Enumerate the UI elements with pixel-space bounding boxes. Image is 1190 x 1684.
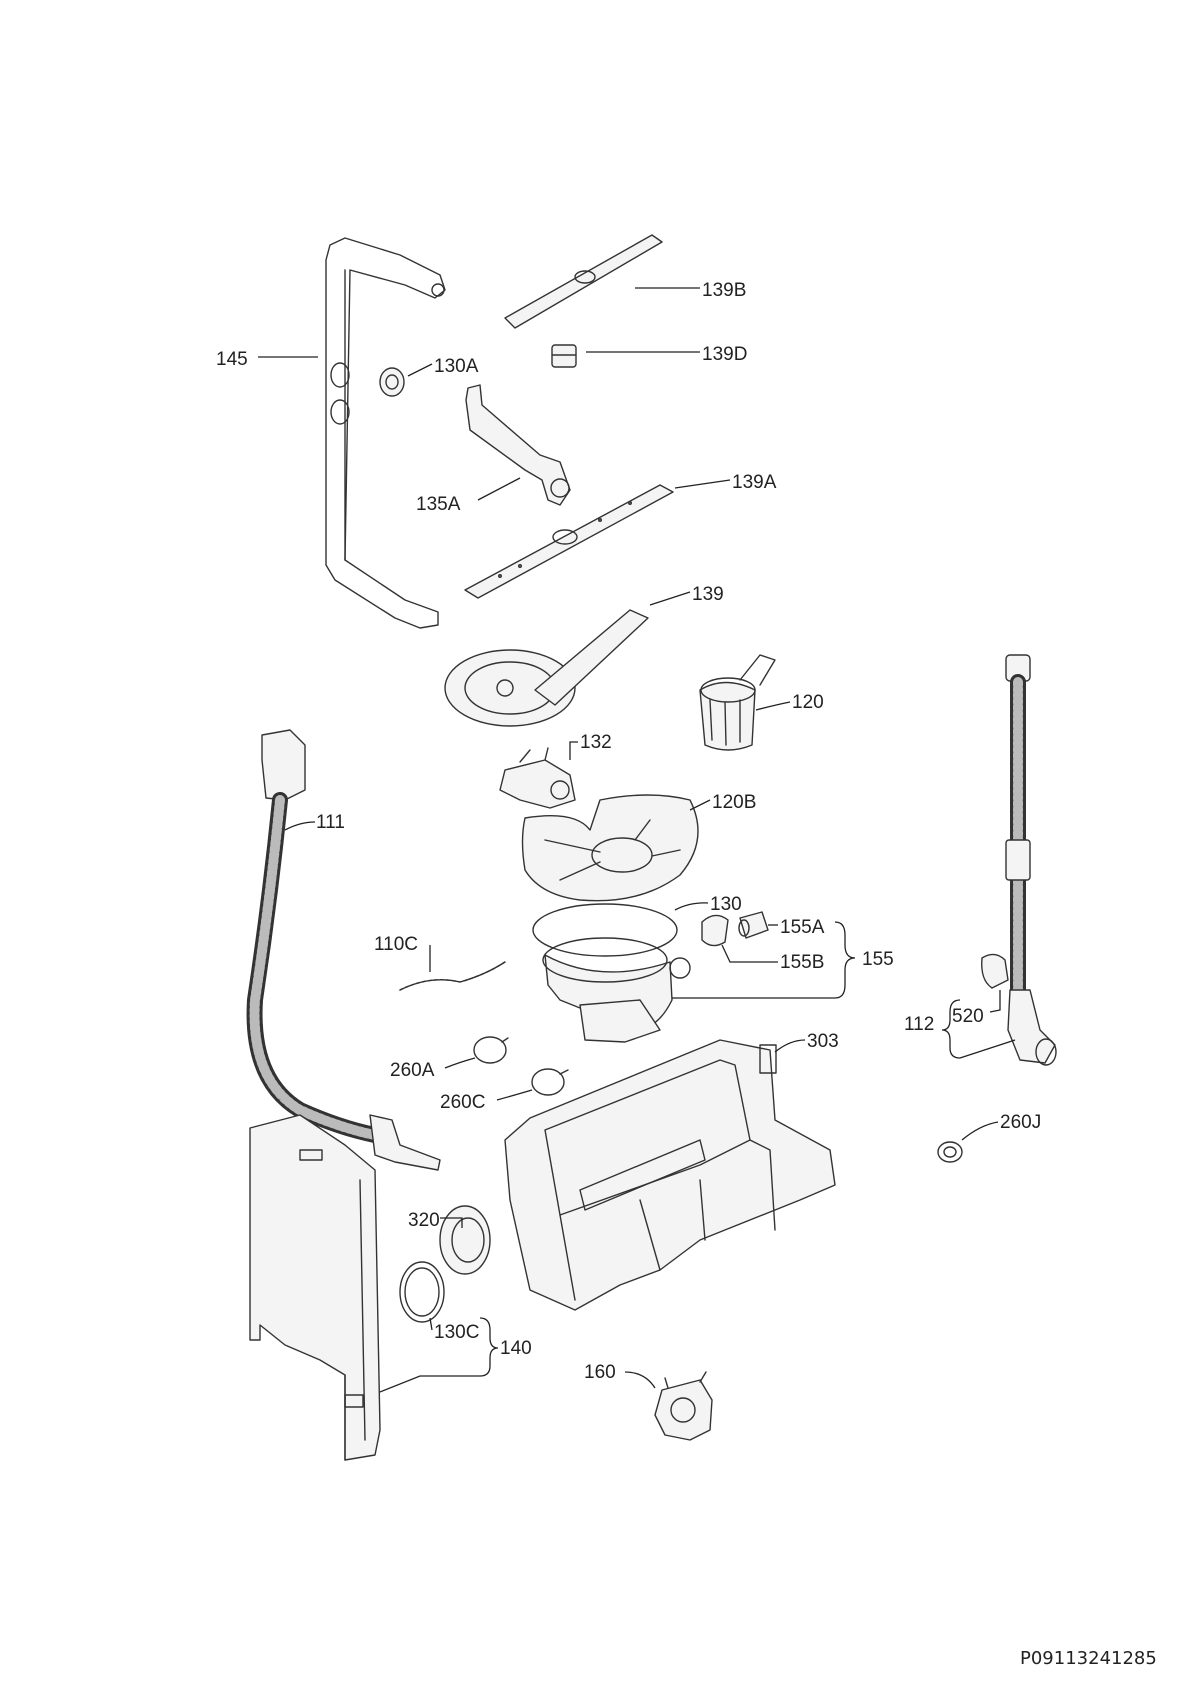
label-145: 145 <box>216 349 248 370</box>
part-139B-upper-spray-arm <box>504 234 663 329</box>
part-139-lower-spray-arm <box>444 609 649 727</box>
part-160-pump <box>654 1371 713 1441</box>
label-320: 320 <box>408 1210 440 1231</box>
part-112-drain-hose <box>1005 654 1057 1066</box>
label-155: 155 <box>862 949 894 970</box>
label-139D: 139D <box>702 344 747 365</box>
part-120B-micro-filter <box>521 794 699 902</box>
part-130A-nut <box>379 367 405 397</box>
label-160: 160 <box>584 1362 616 1383</box>
part-111-inlet-hose <box>246 729 441 1171</box>
part-260A-clamp <box>473 1036 509 1064</box>
label-155B: 155B <box>780 952 824 973</box>
label-110C: 110C <box>374 934 418 955</box>
label-112: 112 <box>904 1014 934 1035</box>
label-260C: 260C <box>440 1092 485 1113</box>
part-130C-gasket <box>399 1261 445 1323</box>
label-260J: 260J <box>1000 1112 1041 1133</box>
label-130C: 130C <box>434 1322 479 1343</box>
part-145-spray-pipe <box>325 237 446 629</box>
part-135A-supply-arm <box>465 384 571 506</box>
part-260C-clamp <box>531 1068 569 1096</box>
label-111: 111 <box>316 812 345 833</box>
part-110C-drain-hose <box>399 961 506 991</box>
reference-code: P09113241285 <box>1020 1648 1157 1669</box>
part-139D-bushing <box>551 344 577 368</box>
part-120-filter <box>699 654 776 751</box>
label-132: 132 <box>580 732 612 753</box>
label-139A: 139A <box>732 472 777 493</box>
label-120B: 120B <box>712 792 756 813</box>
part-260J-clamp <box>937 1141 963 1163</box>
part-303-base <box>504 1039 836 1311</box>
label-135A: 135A <box>416 494 461 515</box>
part-520-clip <box>981 953 1009 989</box>
label-130A: 130A <box>434 356 479 377</box>
label-303: 303 <box>807 1031 839 1052</box>
label-155A: 155A <box>780 917 825 938</box>
part-132-valve <box>499 747 576 809</box>
part-155B-seal <box>701 914 729 947</box>
label-520: 520 <box>952 1006 984 1027</box>
part-139A-middle-spray-arm <box>464 484 674 599</box>
label-140: 140 <box>500 1338 532 1359</box>
part-155A-coupling <box>738 911 769 939</box>
label-139B: 139B <box>702 280 746 301</box>
label-260A: 260A <box>390 1060 435 1081</box>
label-139: 139 <box>692 584 724 605</box>
part-130-sump <box>532 903 691 1043</box>
part-320-seal <box>439 1205 491 1275</box>
label-120: 120 <box>792 692 824 713</box>
label-130: 130 <box>710 894 742 915</box>
part-140-panel <box>249 1114 381 1461</box>
